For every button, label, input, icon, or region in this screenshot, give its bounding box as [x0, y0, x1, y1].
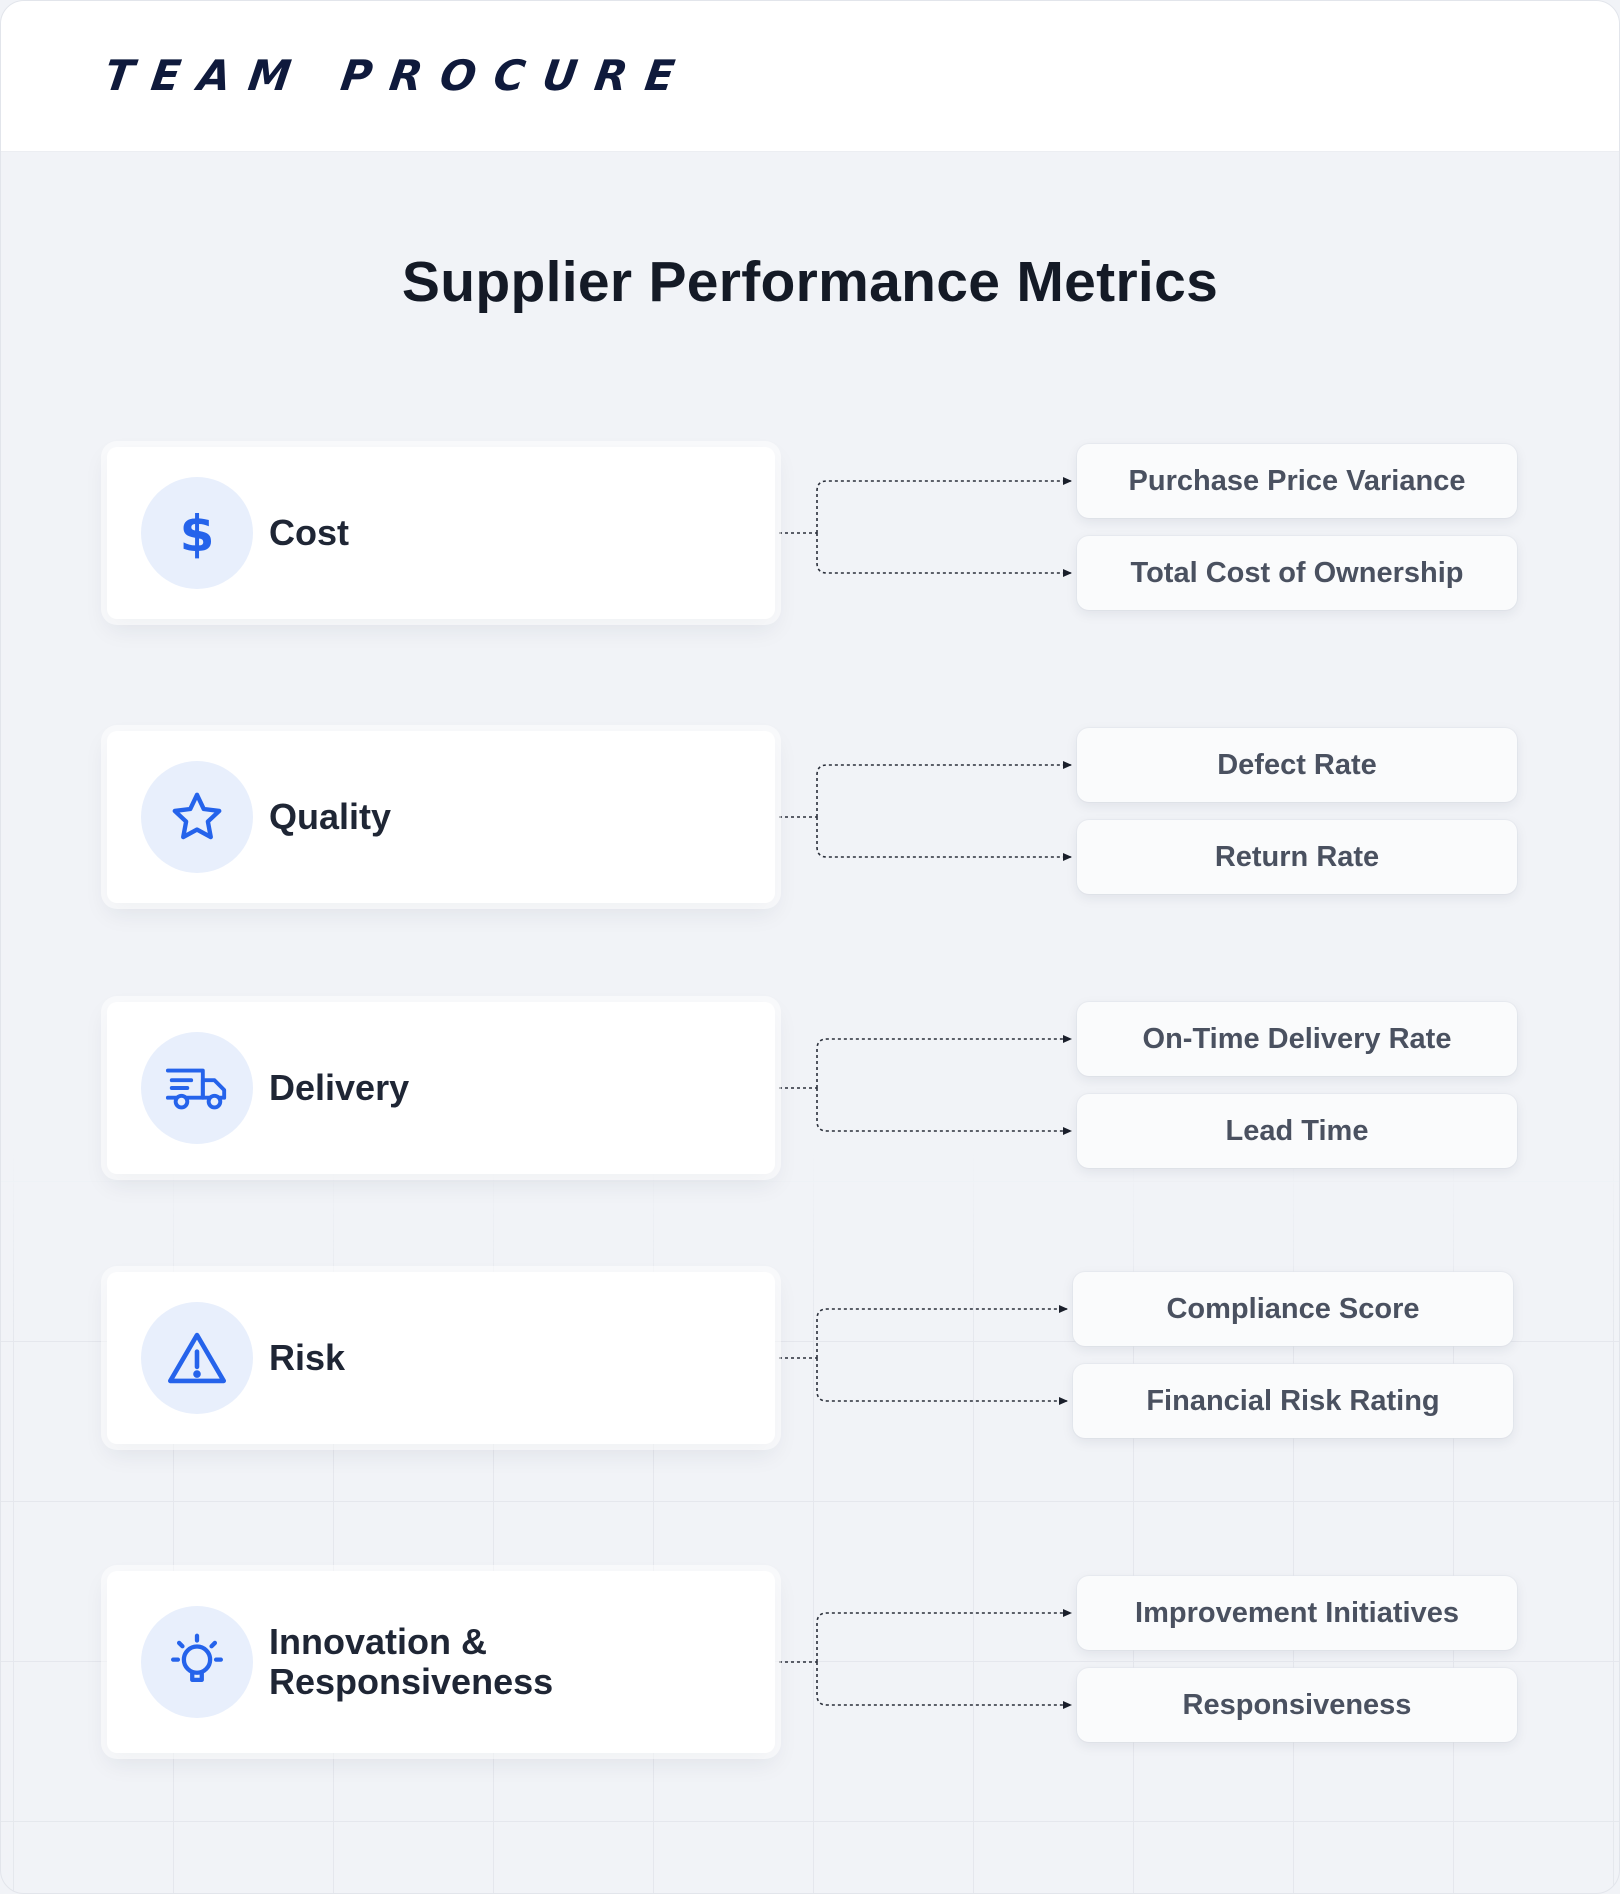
- icon-badge: [141, 1032, 253, 1144]
- icon-badge: $: [141, 477, 253, 589]
- metric-pill: Improvement Initiatives: [1077, 1576, 1517, 1650]
- lightbulb-icon: [168, 1631, 226, 1693]
- category-label-line: Responsiveness: [269, 1661, 554, 1702]
- metric-pill: Compliance Score: [1073, 1272, 1513, 1346]
- category-card-risk: Risk: [107, 1272, 775, 1444]
- metric-pill: Responsiveness: [1077, 1668, 1517, 1742]
- dollar-icon: $: [174, 505, 220, 561]
- connector-arrow: [816, 1609, 1072, 1662]
- category-card-innovation-responsiveness: Innovation &Responsiveness: [107, 1571, 775, 1753]
- metric-pill: Lead Time: [1077, 1094, 1517, 1168]
- connector-arrow: [816, 1088, 1072, 1135]
- connector-arrow: [816, 1305, 1068, 1358]
- metric-pill: On-Time Delivery Rate: [1077, 1002, 1517, 1076]
- metric-pill: Purchase Price Variance: [1077, 444, 1517, 518]
- page-title: Supplier Performance Metrics: [401, 250, 1219, 314]
- metric-pill: Return Rate: [1077, 820, 1517, 894]
- category-label-line: Quality: [269, 796, 392, 837]
- category-card-cost: $ Cost: [107, 447, 775, 619]
- icon-badge: [141, 1606, 253, 1718]
- metric-pill: Defect Rate: [1077, 728, 1517, 802]
- category-label-line: Cost: [269, 512, 349, 553]
- warning-triangle-icon: [166, 1330, 228, 1386]
- connector-arrow: [816, 477, 1072, 533]
- connector-group: [779, 1305, 1068, 1405]
- connector-group: [779, 1035, 1072, 1135]
- category-label-line: Delivery: [269, 1067, 410, 1108]
- connector-group: [779, 1609, 1072, 1709]
- connector-arrow: [816, 1035, 1072, 1088]
- category-card-delivery: Delivery: [107, 1002, 775, 1174]
- category-label-line: Risk: [269, 1337, 346, 1378]
- metric-pill: Total Cost of Ownership: [1077, 536, 1517, 610]
- category-label: Delivery: [269, 1068, 409, 1108]
- icon-badge: [141, 761, 253, 873]
- category-label: Cost: [269, 513, 349, 553]
- icon-badge: [141, 1302, 253, 1414]
- connector-arrow: [816, 1358, 1068, 1405]
- connector-arrow: [816, 761, 1072, 817]
- connector-arrow: [816, 533, 1072, 577]
- svg-text:$: $: [180, 505, 215, 561]
- category-label-line: Innovation &: [269, 1621, 487, 1662]
- category-label: Risk: [269, 1338, 345, 1378]
- category-label: Quality: [269, 797, 391, 837]
- category-card-quality: Quality: [107, 731, 775, 903]
- connector-arrow: [816, 1662, 1072, 1709]
- connector-group: [779, 477, 1072, 577]
- truck-icon: [164, 1064, 230, 1112]
- connector-arrow: [816, 817, 1072, 861]
- header: TEAM PROCURE: [1, 1, 1619, 152]
- metric-pill: Financial Risk Rating: [1073, 1364, 1513, 1438]
- connector-group: [779, 761, 1072, 861]
- star-icon: [167, 788, 227, 846]
- category-label: Innovation &Responsiveness: [269, 1622, 553, 1702]
